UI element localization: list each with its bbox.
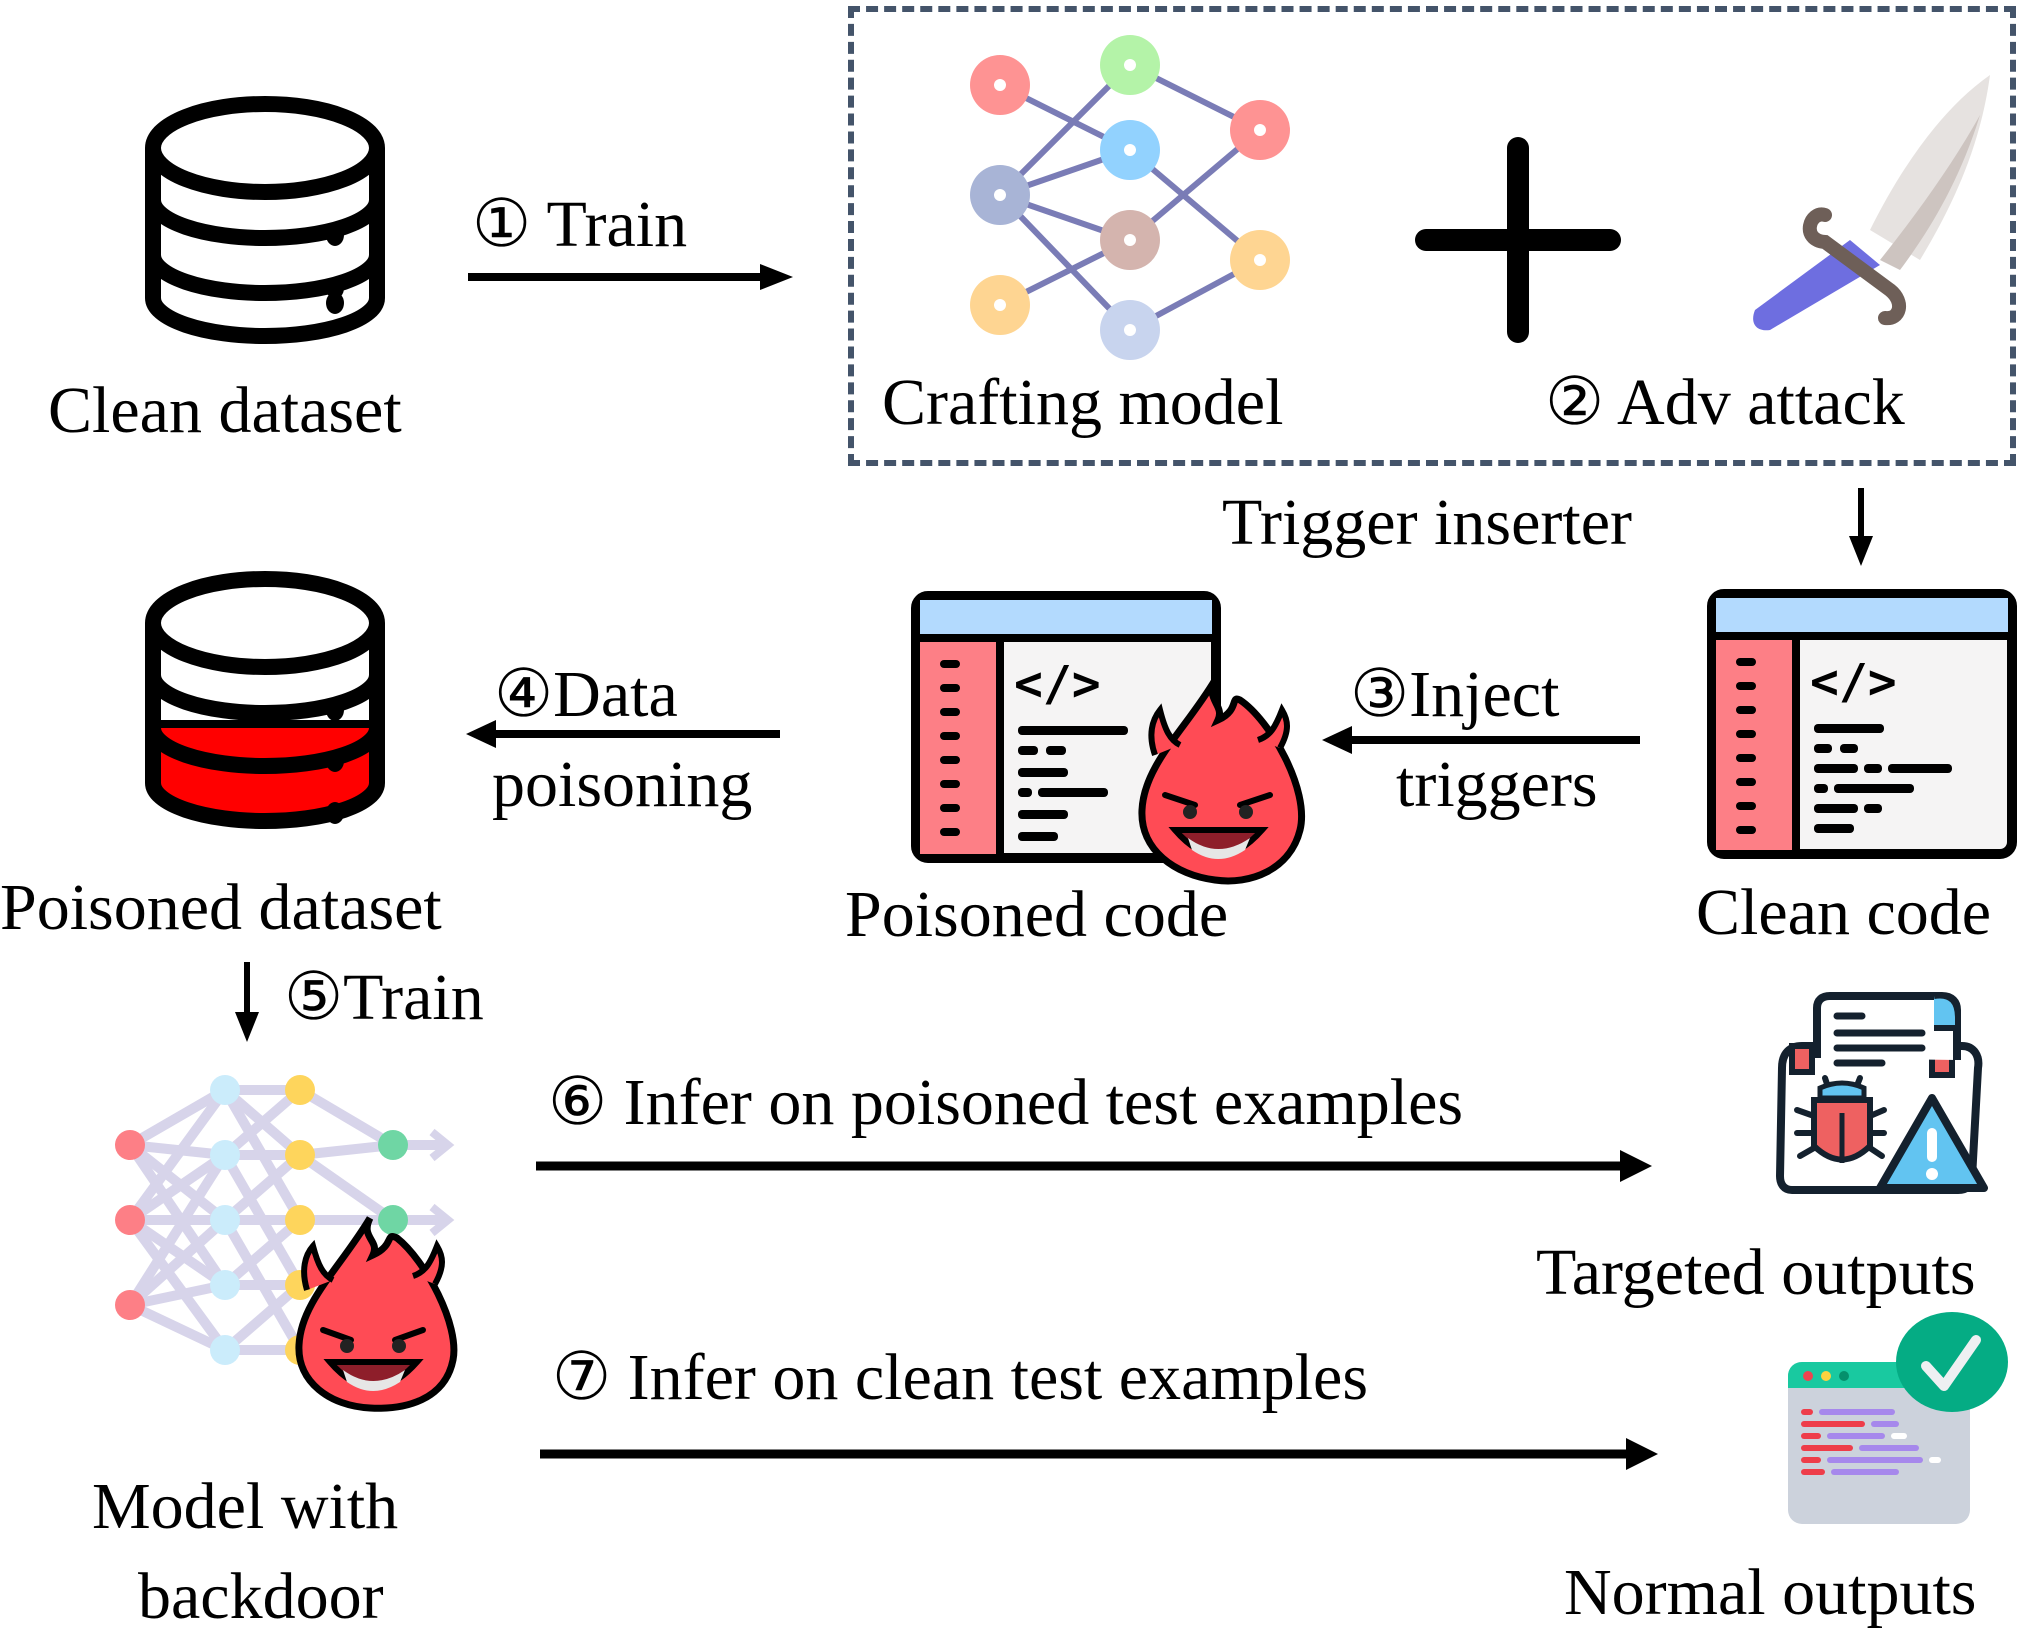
code-window-devil-icon: </> — [911, 591, 1305, 885]
plus-icon — [1415, 137, 1621, 343]
crafting-model-label: Crafting model — [882, 366, 1284, 439]
step4-label-line2: poisoning — [492, 748, 753, 821]
step3-label-line1: ③Inject — [1350, 658, 1560, 731]
code-check-icon — [1788, 1312, 2008, 1524]
svg-text:</>: </> — [1810, 654, 1897, 710]
arrow-step6 — [536, 1150, 1652, 1182]
step4-label-line1: ④Data — [494, 658, 678, 731]
arrow-down-to-clean-code — [1849, 488, 1873, 566]
trigger-inserter-box — [848, 6, 2016, 466]
database-poisoned-icon — [145, 571, 385, 829]
arrow-step1 — [468, 264, 793, 290]
step5-label: ⑤Train — [284, 961, 484, 1034]
backdoor-model-label-line2: backdoor — [138, 1560, 384, 1633]
step1-label: ① Train — [472, 188, 688, 261]
sword-icon — [1753, 75, 1990, 331]
clean-dataset-label: Clean dataset — [48, 374, 402, 447]
arrow-step7 — [540, 1438, 1658, 1470]
poisoned-dataset-label: Poisoned dataset — [0, 871, 442, 944]
step3-label-line2: triggers — [1396, 748, 1598, 821]
neural-network-icon — [970, 35, 1290, 360]
arrow-step4 — [466, 720, 780, 748]
bug-warning-folder-icon — [1775, 992, 1988, 1194]
arrow-step5 — [235, 962, 259, 1042]
targeted-outputs-label: Targeted outputs — [1536, 1236, 1976, 1309]
clean-code-label: Clean code — [1696, 876, 1992, 949]
step6-label: ⑥ Infer on poisoned test examples — [548, 1066, 1464, 1139]
code-window-icon: </> — [1707, 589, 2017, 859]
trigger-inserter-label: Trigger inserter — [1222, 486, 1632, 559]
arrow-step3 — [1322, 726, 1640, 754]
neural-network-devil-icon — [115, 1075, 458, 1412]
database-icon — [145, 96, 385, 344]
backdoor-model-label-line1: Model with — [92, 1470, 399, 1543]
step7-label: ⑦ Infer on clean test examples — [552, 1341, 1369, 1414]
poisoned-code-label: Poisoned code — [845, 878, 1229, 951]
normal-outputs-label: Normal outputs — [1564, 1556, 1977, 1629]
svg-text:</>: </> — [1014, 656, 1101, 712]
adv-attack-label: ② Adv attack — [1545, 366, 1905, 439]
